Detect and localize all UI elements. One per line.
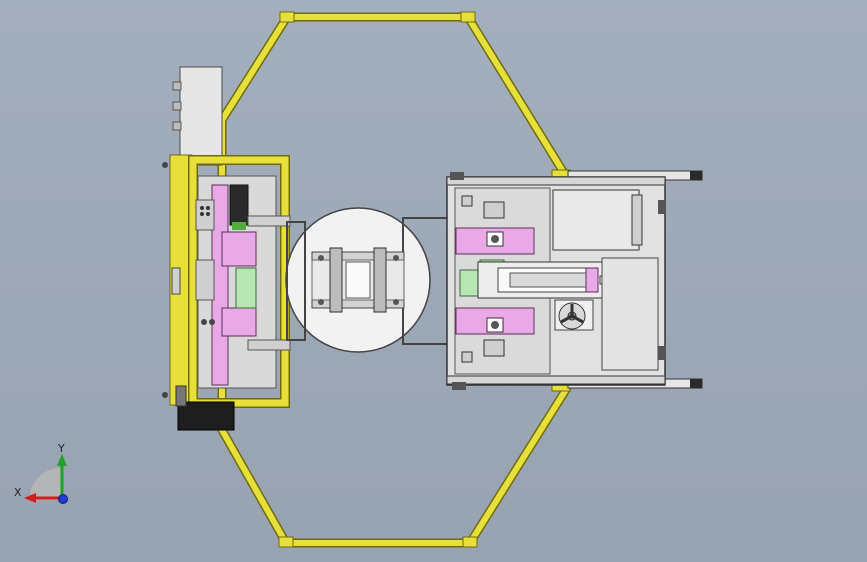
right-station bbox=[446, 170, 703, 390]
guard-corner-bracket bbox=[460, 11, 476, 23]
control-box bbox=[172, 66, 223, 166]
handwheel-icon bbox=[558, 302, 586, 330]
turntable-left-bracket bbox=[286, 221, 306, 341]
x-axis-label: X bbox=[14, 486, 22, 499]
left-fixture-block bbox=[221, 231, 257, 267]
guard-corner-bracket bbox=[278, 536, 294, 548]
left-fixture-green bbox=[235, 267, 257, 309]
z-axis-dot bbox=[58, 494, 68, 504]
y-axis-label: Y bbox=[58, 442, 65, 455]
left-motor bbox=[229, 184, 249, 226]
triad-base bbox=[29, 467, 62, 500]
guard-corner-bracket bbox=[462, 536, 478, 548]
left-fixture-block bbox=[221, 307, 257, 337]
left-station bbox=[162, 154, 291, 431]
right-electric-box bbox=[552, 189, 640, 251]
coordinate-triad bbox=[24, 454, 68, 504]
left-base-block bbox=[177, 401, 235, 431]
left-door-handle bbox=[171, 267, 181, 295]
guard-corner-bracket bbox=[279, 11, 295, 23]
center-turntable bbox=[285, 207, 456, 353]
